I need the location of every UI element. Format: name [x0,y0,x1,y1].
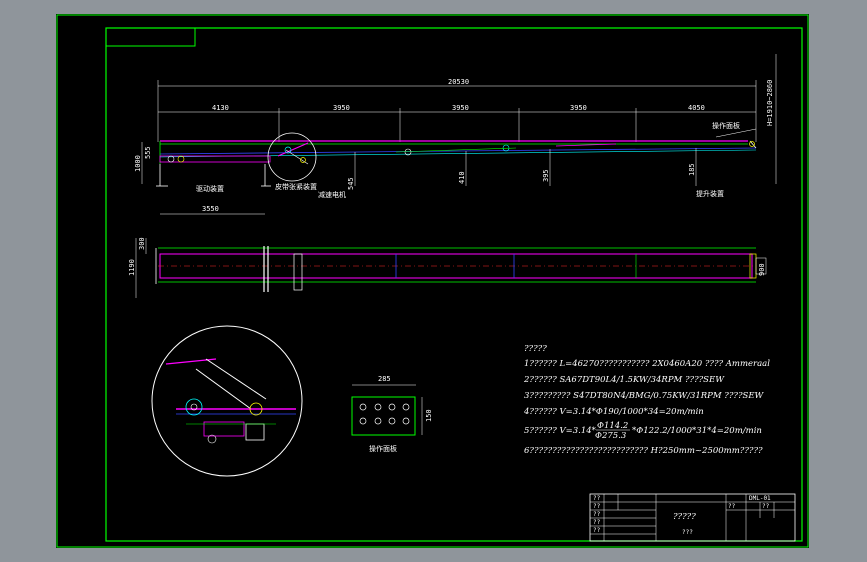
dim-segment-4: 3950 [570,104,587,112]
drawing-code: DML-01 [749,495,771,502]
drive-housing [159,155,271,163]
note-line-3: 3????????? S47DT80N4/BMG/0.75KW/31RPM ??… [524,391,765,401]
title-block-mark: ?? [762,503,770,510]
panel-button-icon [359,417,367,425]
note-frac-den: Φ275.3 [595,431,626,441]
detail-circle-small [267,132,317,182]
notes-title: ????? [524,344,547,354]
cad-drawing: 20530 4130 3950 3950 3950 4050 H=1910~28… [56,14,809,548]
panel-outline [351,396,416,436]
outer-frame [56,14,809,548]
label-operation-panel: 操作面板 [712,121,740,130]
dim-height-1: 545 [347,177,355,190]
panel-button-icon [388,417,396,425]
dim-left-small: 555 [144,146,152,159]
motor-plan-icon [293,253,303,291]
drawing-sheet: 20530 4130 3950 3950 3950 4050 H=1910~28… [56,14,809,548]
dim-panel-height: 150 [425,409,433,422]
note-line-2: 2?????? SA67DT90L4/1.5KW/34RPM ????SEW [523,375,725,385]
note-line-6: 6?????????????????????????? H?250mm~2500… [524,446,763,456]
detail-view [151,325,303,477]
panel-caption: 操作面板 [369,444,397,453]
drawing-title: ????? [673,512,696,522]
note-line-5: 5?????? V=3.14* [524,426,597,436]
title-block-mark: ?? [593,511,601,518]
side-view: 20530 4130 3950 3950 3950 4050 H=1910~28… [134,54,777,215]
frame-lower [159,147,757,155]
title-block-mark: ?? [593,527,601,534]
dim-right-height: H=1910~2860 [766,80,774,126]
belt-plan [159,253,753,279]
drawing-subtitle: ??? [682,529,693,536]
dim-segment-2: 3950 [333,104,350,112]
corner-label-box [105,27,196,47]
dim-height-2: 410 [458,171,466,184]
dim-plan-width: 1190 [128,259,136,276]
title-block-mark: ?? [593,519,601,526]
panel-button-icon [374,417,382,425]
dim-left-height: 1000 [134,155,142,172]
title-block-mark: ?? [593,503,601,510]
dim-plan-right: 900 [758,263,766,276]
inner-frame [105,27,803,542]
tail-pulley-icon [749,141,755,147]
title-block: DML-01 ?? ?? ?? ?? ?? ?? ?? ????? ??? [589,493,796,542]
dim-left-bottom: 3550 [202,205,219,213]
dim-height-4: 185 [688,163,696,176]
title-block-mark: ?? [728,503,736,510]
detail-circle-large [151,325,303,477]
note-line-1: 1?????? L=46270??????????? 2X0460A20 ???… [524,359,770,369]
panel-button-icon [374,403,382,411]
title-block-frame [589,493,796,542]
label-reduction-motor: 减速电机 [318,190,346,199]
dim-segment-5: 4050 [688,104,705,112]
panel-button-icon [359,403,367,411]
label-belt-take-up: 皮带张紧装置 [275,182,317,191]
label-drive-unit: 驱动装置 [196,184,224,193]
note-line-5-tail: *Φ122.2/1000*31*4=20m/min [632,426,762,436]
note-line-4: 4?????? V=3.14*Φ190/1000*34=20m/min [523,407,704,417]
plan-view: 1190 300 900 [128,237,767,298]
dim-plan-small: 300 [138,237,146,250]
dim-segment-3: 3950 [452,104,469,112]
dim-segment-1: 4130 [212,104,229,112]
note-frac-num: Φ114.2 [597,421,628,431]
drive-pulley-icon [167,155,175,163]
dim-panel-width: 285 [378,375,391,383]
panel-button-icon [402,417,410,425]
panel-button-icon [402,403,410,411]
dim-height-3: 395 [542,169,550,182]
panel-button-icon [388,403,396,411]
title-block-mark: ?? [593,495,601,502]
label-lift-unit: 提升装置 [696,189,724,198]
panel-detail: 285 150 操作面板 [351,375,433,453]
technical-notes: ????? 1?????? L=46270??????????? 2X0460A… [523,344,770,456]
dim-overall-length: 20530 [448,78,469,86]
